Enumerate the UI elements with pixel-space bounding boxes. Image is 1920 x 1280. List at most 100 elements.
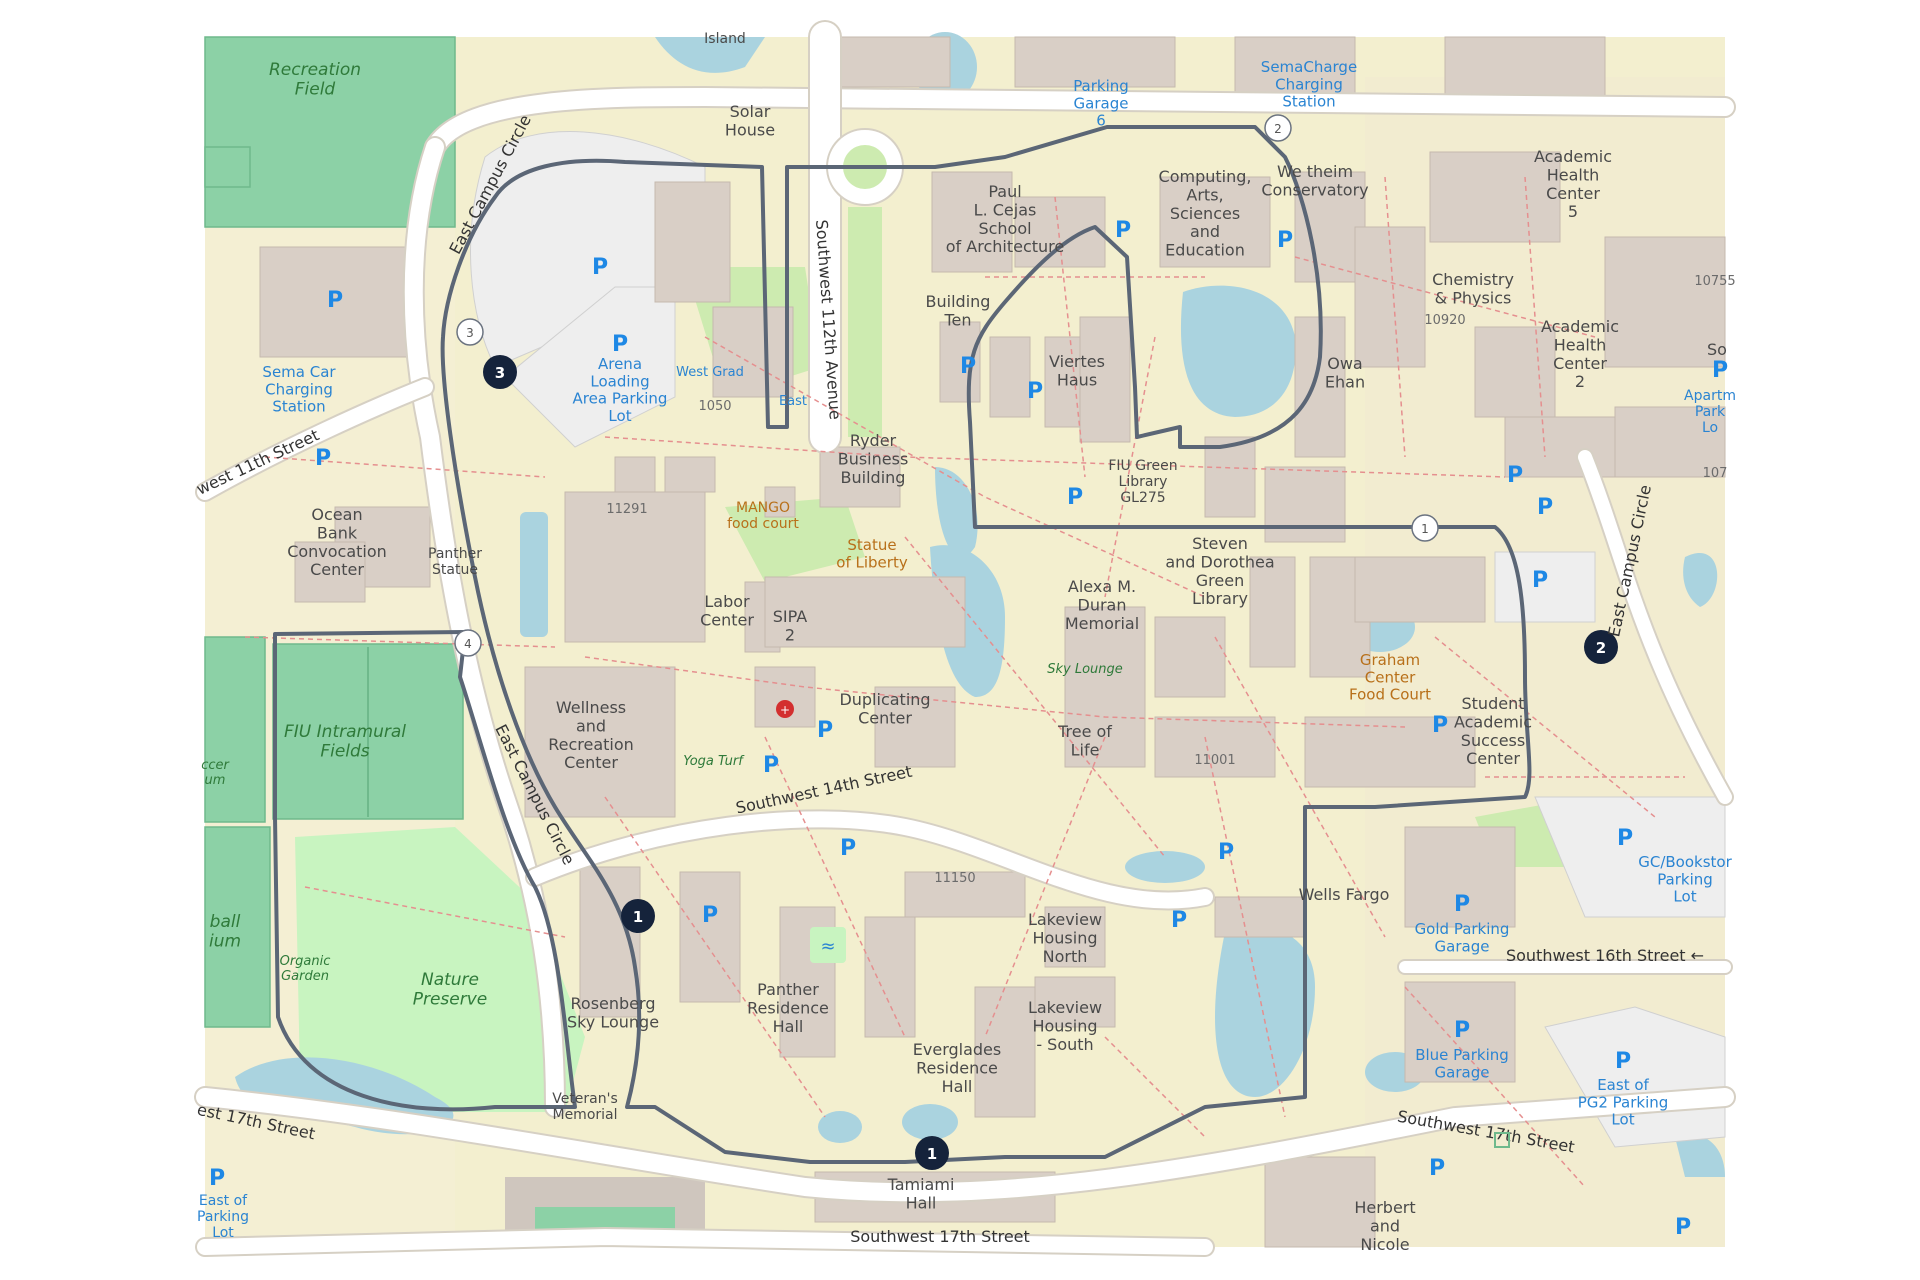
svg-text:2: 2 xyxy=(1596,639,1606,657)
parking-icons: P P P P P P P P P P P P P P P P P P P P … xyxy=(209,218,1728,1240)
grass-area-2 xyxy=(725,497,865,582)
sw-16th-street: Southwest 16th Street ← xyxy=(1506,946,1704,965)
svg-text:107: 107 xyxy=(1703,466,1728,481)
svg-text:1: 1 xyxy=(927,1145,937,1163)
nature-preserve xyxy=(295,827,585,1112)
svg-text:10920: 10920 xyxy=(1424,313,1465,328)
parking-icon: P xyxy=(1218,840,1234,865)
parking-icon: P xyxy=(1712,358,1728,383)
svg-text:+: + xyxy=(780,703,790,717)
parking-icon: P xyxy=(1277,228,1293,253)
yoga-turf-label: Yoga Turf xyxy=(683,754,745,769)
roads-layer xyxy=(194,20,1736,1257)
parking-icon: P xyxy=(1454,892,1470,917)
parking-icon: P xyxy=(1507,463,1523,488)
parking-icon: P xyxy=(327,288,343,313)
svg-text:11291: 11291 xyxy=(606,502,647,517)
svg-text:≈: ≈ xyxy=(820,936,835,957)
parking-icon: P xyxy=(592,255,608,280)
pool-icon xyxy=(810,927,846,963)
island-label: Island xyxy=(704,31,746,47)
poi-icons: + ≈ xyxy=(776,700,1510,1148)
square-icon xyxy=(1494,1132,1510,1148)
stop-marker-1-west[interactable]: 1 xyxy=(621,899,655,933)
svg-text:1: 1 xyxy=(1421,522,1429,536)
parking-icon: P xyxy=(315,446,331,471)
west-grad-label: West Grad xyxy=(676,365,744,380)
stop-marker-1-south[interactable]: 1 xyxy=(915,1136,949,1170)
parking-icon: P xyxy=(1067,485,1083,510)
east-label: East xyxy=(779,394,807,409)
soccer-stadium xyxy=(204,636,266,823)
footpaths-layer xyxy=(244,176,1685,1188)
parking-icon: P xyxy=(840,836,856,861)
stop-marker-2[interactable]: 2 xyxy=(1584,630,1618,664)
campus-map[interactable]: 1 2 3 4 1 1 2 3 P P P P P P P P P P P xyxy=(193,20,1736,1257)
parking-icon: P xyxy=(209,1166,225,1191)
lake-library xyxy=(1180,285,1296,417)
pond-island xyxy=(655,37,765,73)
waypoint-2[interactable]: 2 xyxy=(1264,114,1292,142)
parking-icon: P xyxy=(1027,379,1043,404)
svg-text:3: 3 xyxy=(495,364,505,382)
parking-icon: P xyxy=(612,332,628,357)
waypoint-3[interactable]: 3 xyxy=(456,318,484,346)
pond-tamiami-1 xyxy=(818,1111,862,1143)
pond-lakeview xyxy=(1125,851,1205,883)
parking-icon: P xyxy=(1537,495,1553,520)
svg-text:11150: 11150 xyxy=(934,871,975,886)
stop-marker-3[interactable]: 3 xyxy=(483,355,517,389)
lake-central-1 xyxy=(935,467,978,558)
parking-icon: P xyxy=(1675,1215,1691,1240)
football-stadium xyxy=(204,826,271,1028)
pond-east xyxy=(1683,552,1718,607)
east-campus-zone xyxy=(1365,77,1725,1247)
waypoint-1[interactable]: 1 xyxy=(1411,514,1439,542)
svg-text:10755: 10755 xyxy=(1694,274,1735,289)
parking-icon: P xyxy=(1115,218,1131,243)
waypoint-4[interactable]: 4 xyxy=(454,629,482,657)
svg-text:1050: 1050 xyxy=(698,399,731,414)
svg-text:2: 2 xyxy=(1274,122,1282,136)
lake-south xyxy=(1215,927,1315,1097)
parking-icon: P xyxy=(960,354,976,379)
hospital-icon xyxy=(776,700,794,718)
parking-icon: P xyxy=(702,903,718,928)
map-frame[interactable]: 1 2 3 4 1 1 2 3 P P P P P P P P P P P xyxy=(193,20,1736,1257)
